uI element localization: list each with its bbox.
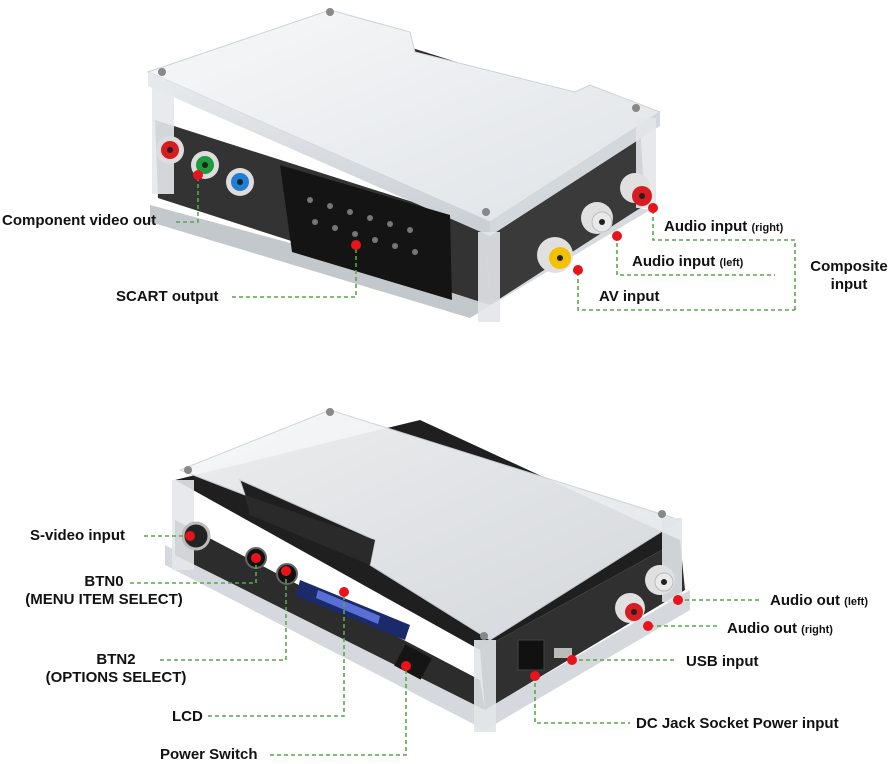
- label-component-video-out: Component video out: [2, 212, 157, 229]
- bottom-screw-2: [326, 408, 334, 416]
- label-btn0-line1: BTN0: [84, 573, 124, 590]
- audio-out-rca-jacks: [615, 565, 675, 623]
- label-btn2-line1: BTN2: [96, 651, 136, 668]
- bottom-unit-device: [165, 408, 690, 732]
- label-audio-input-right-text: Audio input: [664, 218, 748, 235]
- callout-line-btn0: [130, 560, 257, 584]
- marker-power: [401, 661, 411, 671]
- callout-line-btn2: [160, 573, 287, 661]
- label-dc-jack: DC Jack Socket Power input: [636, 715, 839, 732]
- marker-audio-out-right: [643, 621, 653, 631]
- top-unit-lid-edge-right: [490, 112, 660, 236]
- top-callout-lines: [176, 175, 796, 311]
- label-composite-input-line2: input: [830, 276, 868, 293]
- marker-audio-right: [648, 203, 658, 213]
- usb-port: [554, 648, 572, 658]
- label-btn0-line2: (MENU ITEM SELECT): [25, 591, 183, 608]
- top-unit-lid-edge: [148, 72, 490, 236]
- top-screw-3: [482, 208, 490, 216]
- label-audio-out-left: Audio out (left): [770, 592, 868, 611]
- callout-line-audio-right: [652, 210, 796, 310]
- label-power-switch: Power Switch: [160, 746, 258, 763]
- label-composite-input-line1: Composite: [810, 258, 888, 275]
- label-audio-out-right-text: Audio out: [727, 620, 797, 637]
- marker-component: [193, 170, 203, 180]
- label-usb-input: USB input: [686, 653, 759, 670]
- marker-av: [573, 265, 583, 275]
- label-av-input: AV input: [599, 288, 660, 305]
- label-composite-input: Composite input: [806, 258, 892, 294]
- label-audio-input-left-text: Audio input: [632, 253, 716, 270]
- marker-btn2: [281, 566, 291, 576]
- top-markers: [193, 170, 658, 275]
- label-lcd: LCD: [172, 708, 203, 725]
- callout-line-lcd: [208, 594, 345, 717]
- label-scart-output: SCART output: [116, 288, 219, 305]
- label-audio-out-left-text: Audio out: [770, 592, 840, 609]
- scart-pins: [307, 197, 418, 255]
- power-switch: [394, 644, 432, 680]
- marker-audio-out-left: [673, 595, 683, 605]
- marker-lcd: [339, 587, 349, 597]
- top-screw-1: [158, 68, 166, 76]
- label-audio-out-left-suffix: (left): [844, 596, 868, 608]
- marker-dc: [530, 671, 540, 681]
- dc-jack: [517, 639, 545, 671]
- bottom-callout-lines: [130, 535, 760, 756]
- bottom-unit-lid-cutout-shadow: [245, 495, 375, 565]
- top-screw-4: [632, 104, 640, 112]
- marker-usb: [567, 655, 577, 665]
- marker-btn0: [251, 553, 261, 563]
- scart-connector: [280, 165, 452, 300]
- bottom-screw-3: [480, 632, 488, 640]
- lcd-screen-glow: [316, 590, 380, 624]
- bottom-screw-4: [658, 510, 666, 518]
- label-s-video-input: S-video input: [30, 527, 125, 544]
- bottom-screw-1: [184, 466, 192, 474]
- bottom-unit-post-front: [474, 640, 496, 732]
- label-audio-out-right-suffix: (right): [801, 624, 833, 636]
- top-unit-right-panel: [485, 125, 645, 305]
- top-unit-device: [146, 8, 662, 322]
- callout-line-power: [270, 668, 407, 756]
- callout-line-av: [577, 272, 795, 311]
- marker-audio-left: [612, 231, 622, 241]
- callout-line-audio-left: [616, 236, 775, 276]
- label-audio-input-left: Audio input (left): [632, 253, 743, 272]
- label-audio-input-right-suffix: (right): [751, 222, 784, 234]
- label-audio-input-left-suffix: (left): [719, 257, 744, 269]
- composite-rca-jacks: [537, 173, 652, 273]
- callout-line-dc: [534, 676, 630, 724]
- marker-scart: [351, 240, 361, 250]
- label-audio-input-right: Audio input (right): [664, 218, 783, 237]
- top-unit-post-front: [478, 232, 500, 322]
- label-btn2-line2: (OPTIONS SELECT): [45, 669, 187, 686]
- bottom-markers: [185, 531, 683, 681]
- bottom-unit-base-plate: [165, 545, 690, 730]
- label-btn0: BTN0 (MENU ITEM SELECT): [6, 573, 202, 609]
- label-btn2: BTN2 (OPTIONS SELECT): [18, 651, 214, 687]
- marker-s-video: [185, 531, 195, 541]
- top-screw-2: [326, 8, 334, 16]
- label-audio-out-right: Audio out (right): [727, 620, 833, 639]
- callout-line-component: [176, 175, 199, 223]
